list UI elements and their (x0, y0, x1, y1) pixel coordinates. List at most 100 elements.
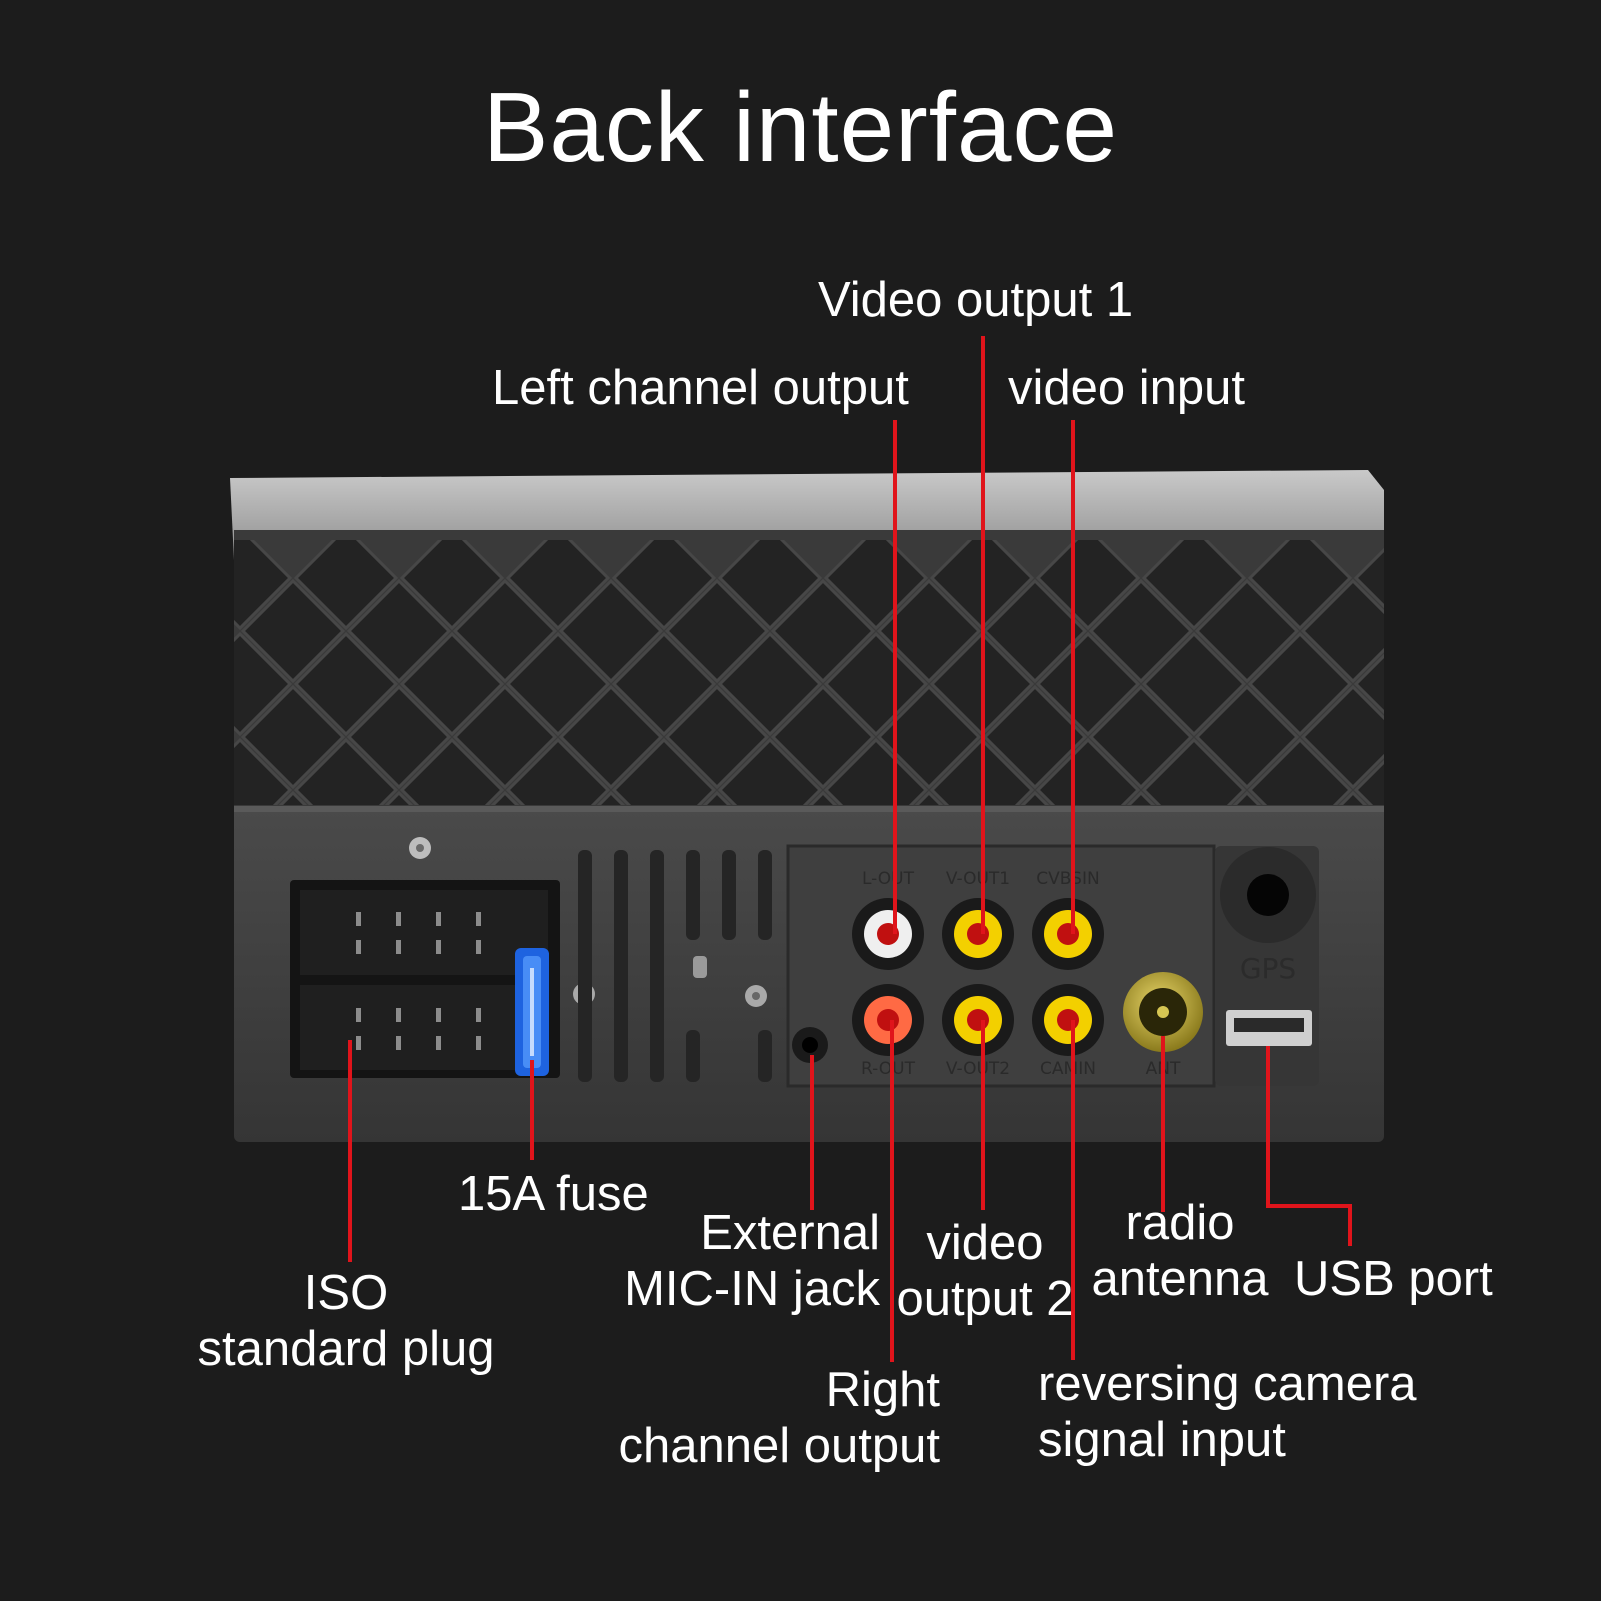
vent-diamond (1232, 790, 1262, 805)
vent-diamond (1035, 540, 1141, 631)
iso-pin (436, 1008, 441, 1022)
vent-diamond (717, 631, 823, 737)
vent-diamond (770, 684, 876, 790)
rca-jack-core (1057, 1009, 1079, 1031)
heat-sink-grooves (578, 850, 772, 1082)
vent-diamond (1409, 687, 1509, 787)
iso-pin (476, 1036, 481, 1050)
panel-print-gps: GPS (1240, 952, 1296, 985)
label-15a-fuse: 15A fuse (458, 1167, 649, 1221)
label-iso-line-2: standard plug (197, 1322, 495, 1377)
iso-pin (396, 1008, 401, 1022)
label-vout2-line-2: output 2 (896, 1272, 1074, 1327)
vent-diamond (1462, 634, 1562, 734)
iso-pin (476, 1008, 481, 1022)
iso-pin (436, 1036, 441, 1050)
vent-diamond (1247, 631, 1353, 737)
vent-diamond (1568, 740, 1601, 840)
vent-diamond (293, 737, 399, 805)
vent-diamond (823, 737, 929, 805)
vent-diamond (1194, 684, 1300, 790)
vent-diamond (505, 540, 611, 631)
vent-diamond (505, 737, 611, 805)
page-title: Back interface (483, 72, 1118, 182)
label-antenna-line-1: radio (1125, 1196, 1235, 1250)
label-vout2-line-1: video (926, 1216, 1044, 1270)
vent-diamond (1515, 687, 1601, 787)
iso-pin (396, 940, 401, 954)
iso-pin (476, 912, 481, 926)
vent-diamond (346, 684, 452, 790)
vent-diamond (399, 540, 505, 631)
vent-diamond (1141, 737, 1247, 805)
vent-diamond (558, 684, 664, 790)
panel-print-top-jack: L-OUT (862, 869, 915, 889)
vent-diamond (702, 790, 732, 805)
vent-diamond (384, 790, 414, 805)
vent-diamond (240, 684, 346, 790)
vent-diamond (234, 540, 293, 631)
panel-print-top-jack: CVBSIN (1036, 869, 1099, 889)
vent-diamond (1462, 740, 1562, 840)
label-antenna-line-2: antenna (1091, 1252, 1269, 1307)
vent-diamond (914, 790, 944, 805)
vent-diamond (1141, 540, 1247, 631)
vent-diamond (452, 684, 558, 790)
vent-diamond (1353, 547, 1384, 609)
vent-diamond (982, 684, 1088, 790)
iso-pin (476, 940, 481, 954)
vent-diamond (1462, 528, 1562, 628)
label-mic-line-1: External (700, 1206, 880, 1260)
vent-diamond (1035, 631, 1141, 737)
vent-diamond (1247, 737, 1353, 805)
vent-diamond (1035, 737, 1141, 805)
vent-diamond (1338, 790, 1368, 805)
label-iso-standard-plug: ISO standard plug (186, 1265, 506, 1378)
vent-diamond (490, 790, 520, 805)
panel-print-top-jack: V-OUT1 (946, 869, 1010, 889)
gps-usb-block (1215, 846, 1319, 1086)
label-iso-line-1: ISO (303, 1266, 389, 1320)
label-camera-line-2: signal input (1038, 1413, 1286, 1468)
vent-diamond (982, 578, 1088, 684)
vent-diamond (717, 540, 823, 631)
callout-usb-port (1266, 1046, 1352, 1246)
vent-diamond (1568, 528, 1601, 628)
label-radio-antenna: radio antenna (1080, 1195, 1280, 1308)
label-left-channel-output: Left channel output (492, 361, 909, 415)
iso-pin (356, 912, 361, 926)
vent-diamond (611, 631, 717, 737)
vent-diamond (293, 631, 399, 737)
label-usb-port: USB port (1294, 1252, 1493, 1306)
vent-diamond (823, 540, 929, 631)
vent-diamond (1194, 578, 1300, 684)
vent-diamond (234, 631, 293, 737)
label-mic-in-jack: External MIC-IN jack (620, 1205, 880, 1318)
antenna-connector (1123, 972, 1203, 1052)
label-right-channel-output: Right channel output (580, 1362, 941, 1475)
vent-diamond (664, 578, 770, 684)
label-reversing-camera: reversing camera signal input (1038, 1356, 1417, 1469)
vent-diamond (505, 631, 611, 737)
iso-pin (356, 940, 361, 954)
mic-in-jack (792, 1027, 828, 1063)
vent-diamond (1353, 759, 1384, 805)
vent-diamond (1409, 581, 1509, 681)
fuse-15a (515, 948, 549, 1076)
vent-diamond (596, 790, 626, 805)
vent-diamond (1409, 793, 1509, 893)
rca-jack-core (967, 1009, 989, 1031)
vent-diamond (1088, 578, 1194, 684)
label-mic-line-2: MIC-IN jack (624, 1262, 880, 1317)
vent-diamond (278, 790, 308, 805)
label-video-output-1: Video output 1 (818, 273, 1134, 327)
rear-panel-edge (234, 806, 1384, 812)
panel-print-bottom-jack: CAMIN (1040, 1059, 1096, 1079)
vent-diamond (611, 540, 717, 631)
rca-jack-core (1057, 923, 1079, 945)
vent-diamond (664, 684, 770, 790)
label-video-input: video input (1008, 361, 1246, 415)
vent-diamond (1126, 790, 1156, 805)
